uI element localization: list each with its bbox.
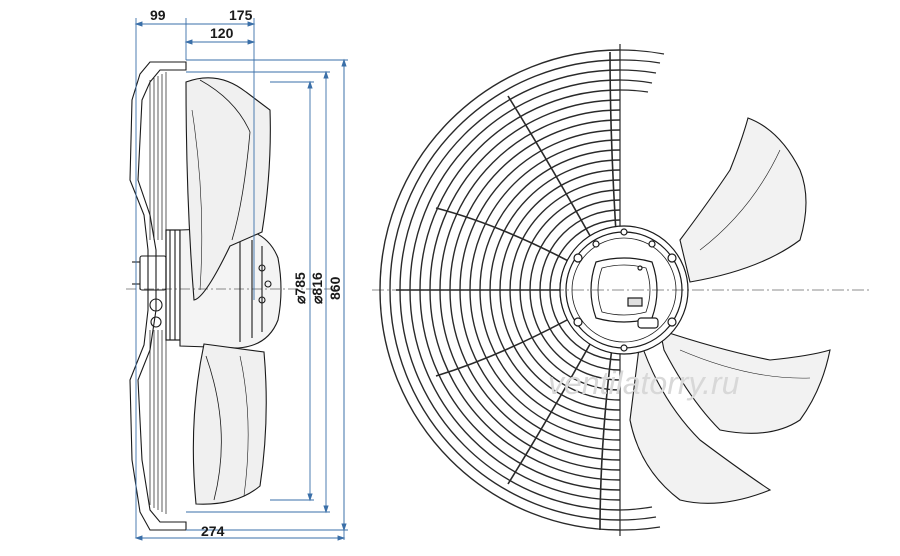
impeller-blades-front	[629, 117, 831, 504]
dim-785: ⌀785	[292, 272, 308, 304]
cable-outlet	[637, 317, 659, 329]
dim-274: 274	[201, 523, 225, 539]
cable-gland-side	[149, 298, 163, 312]
dim-860: 860	[327, 276, 343, 300]
front-view	[372, 44, 870, 536]
nameplate	[627, 297, 643, 307]
blade-upper-right	[679, 117, 807, 283]
dim-175: 175	[229, 7, 253, 23]
motor-plate-side	[165, 229, 181, 341]
side-dimensions	[134, 18, 348, 541]
lower-blade-side	[192, 343, 267, 505]
upper-blade-side	[185, 77, 271, 301]
dim-120: 120	[210, 25, 234, 41]
guard-wires-side	[149, 72, 167, 514]
blade-lower-right	[659, 329, 831, 434]
dim-816: ⌀816	[309, 272, 325, 304]
terminal-box-side	[139, 255, 167, 291]
watermark: ventilatorry.ru	[548, 365, 740, 401]
side-view	[126, 61, 340, 531]
dim-99: 99	[150, 7, 166, 23]
blade-bottom	[629, 339, 772, 504]
guard-frame-side	[129, 61, 187, 531]
